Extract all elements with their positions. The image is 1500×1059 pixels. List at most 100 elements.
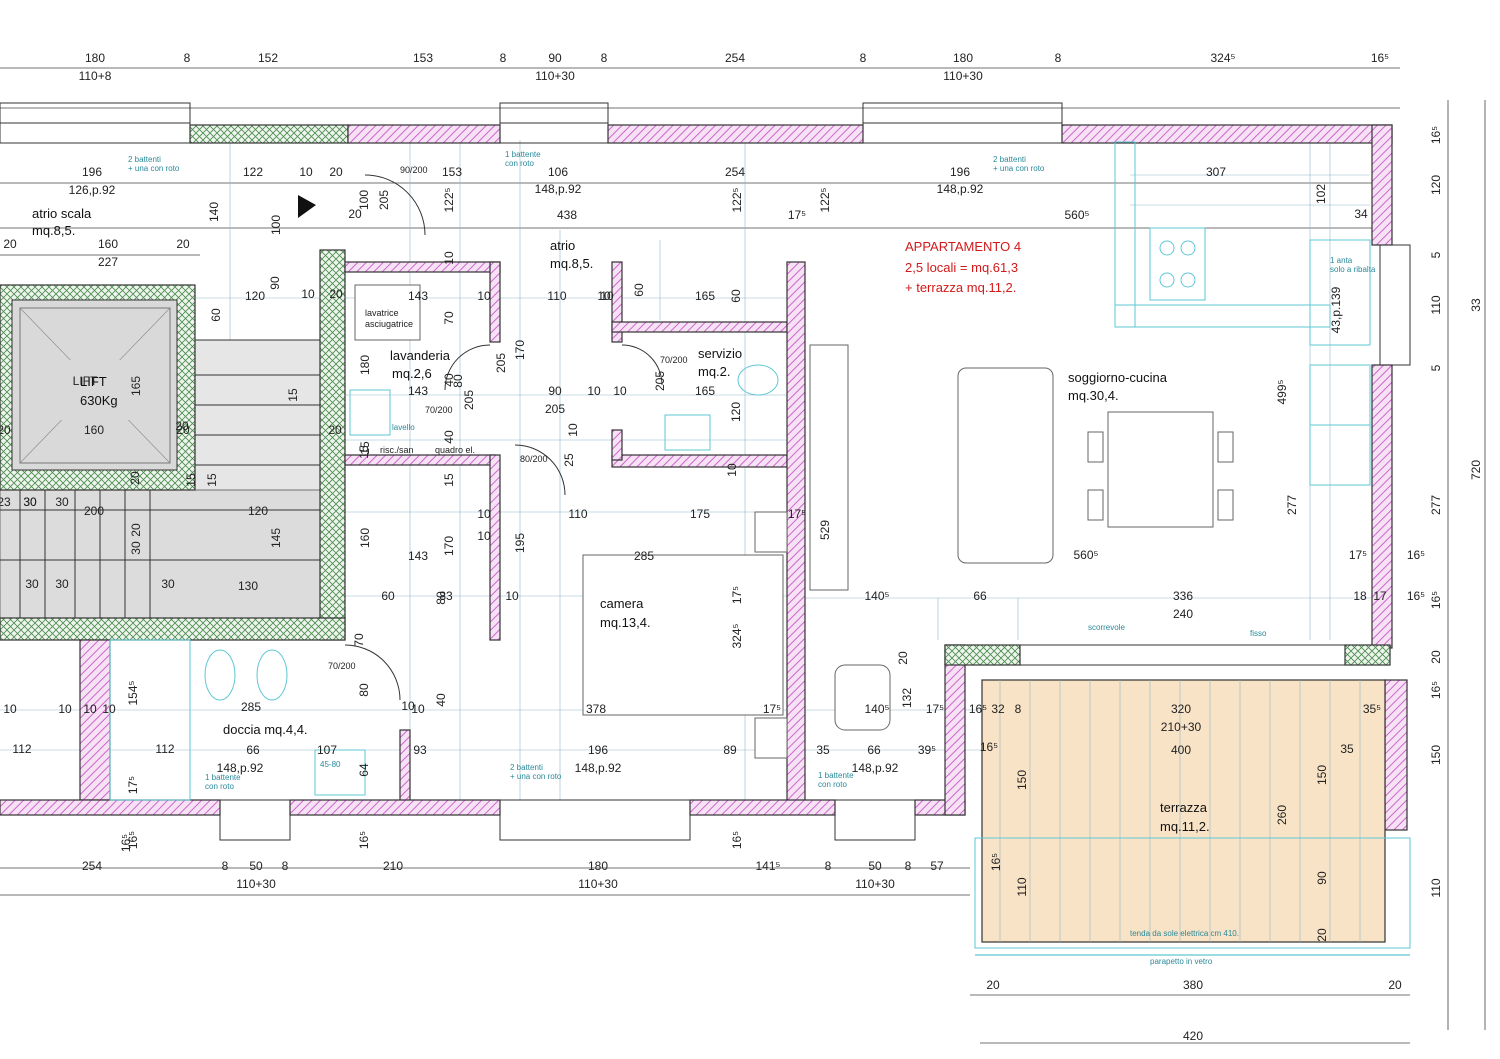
- interior-dimension: LIFT: [73, 374, 98, 388]
- interior-dimension: 60: [381, 589, 395, 603]
- interior-dimension: 180: [358, 355, 372, 375]
- interior-dimension: 200: [84, 504, 104, 518]
- interior-dimension: 70: [352, 633, 366, 647]
- risc-san-label: risc./san: [380, 445, 414, 455]
- room-atrio: atrio: [550, 238, 575, 253]
- apartment-rooms: 2,5 locali = mq.61,3: [905, 260, 1018, 275]
- interior-dimension: 16⁵: [980, 740, 998, 754]
- right-dimension: 5: [1429, 251, 1443, 258]
- interior-dimension: 10: [597, 289, 611, 303]
- room-atrio-scala-area: mq.8,5.: [32, 223, 75, 238]
- interior-dimension: 15: [358, 441, 372, 455]
- interior-dimension: 143: [408, 289, 428, 303]
- window-note-4b: con roto: [205, 782, 234, 791]
- top-dimension: 324⁵: [1211, 51, 1236, 65]
- interior-dimension: 336: [1173, 589, 1193, 603]
- window-note-3b: + una con roto: [993, 164, 1045, 173]
- bottom-dimension-lines: [0, 100, 1486, 1044]
- top-dimension: 254: [725, 51, 745, 65]
- interior-dimension: 17⁵: [788, 208, 806, 222]
- interior-dimension: 66: [246, 743, 260, 757]
- lavello-label: lavello: [392, 423, 415, 432]
- interior-dimension: 140: [207, 202, 221, 222]
- room-doccia: doccia mq.4,4.: [223, 722, 308, 737]
- interior-dimension: 25: [562, 453, 576, 467]
- door-label-4: 80/200: [520, 454, 548, 464]
- interior-dimension: 83: [439, 589, 453, 603]
- interior-dimension: 560⁵: [1074, 548, 1099, 562]
- interior-dimension: 148,p.92: [575, 761, 622, 775]
- interior-dimension: 205: [545, 402, 565, 416]
- interior-dimension: 165: [695, 289, 715, 303]
- interior-dimension: 205: [377, 190, 391, 210]
- bottom-subdimension: 110+30: [236, 877, 276, 891]
- interior-dimension: 34: [1354, 207, 1368, 221]
- interior-dimension: 35: [816, 743, 830, 757]
- interior-dimension: 10: [301, 287, 315, 301]
- top-dimension: 153: [413, 51, 433, 65]
- room-terrazza: terrazza: [1160, 800, 1208, 815]
- interior-dimension: 30: [55, 495, 69, 509]
- room-servizio-area: mq.2.: [698, 364, 731, 379]
- top-subdimension: 110+8: [79, 69, 112, 83]
- interior-dimension: 60: [729, 289, 743, 303]
- room-atrio-area: mq.8,5.: [550, 256, 593, 271]
- interior-dimension: 499⁵: [1275, 379, 1289, 404]
- interior-dimension: 20: [348, 207, 362, 221]
- interior-dimension: 148,p.92: [217, 761, 264, 775]
- interior-dimension: 145: [269, 528, 283, 548]
- interior-dimension: 20: [0, 423, 11, 437]
- interior-dimension: 10: [3, 702, 17, 716]
- interior-dimension: 160: [358, 528, 372, 548]
- interior-dimension: 154⁵: [126, 680, 140, 705]
- terrace-dimension: 320: [1171, 702, 1191, 716]
- interior-dimension: 93: [413, 743, 427, 757]
- top-dimension: 8: [1055, 51, 1062, 65]
- interior-dimension: 378: [586, 702, 606, 716]
- right-dimension: 110: [1429, 878, 1443, 897]
- interior-dimension: 66: [867, 743, 881, 757]
- top-dimension: 152: [258, 51, 278, 65]
- window-note-6a: 1 battente: [818, 771, 854, 780]
- interior-dimension: 80: [357, 683, 371, 697]
- room-lavanderia: lavanderia: [390, 348, 451, 363]
- terrace-dimension: 16⁵: [989, 853, 1003, 871]
- interior-dimension: 15: [184, 473, 198, 487]
- bottom-dimension: 210: [383, 859, 403, 873]
- interior-dimension: 120: [729, 402, 743, 422]
- interior-dimension: 170: [442, 536, 456, 556]
- interior-dimension: 10: [477, 529, 491, 543]
- interior-dimension: 10: [83, 702, 97, 716]
- interior-dimension: 17⁵: [126, 776, 140, 794]
- window-note-2a: 1 battente: [505, 150, 541, 159]
- interior-dimension: 165: [695, 384, 715, 398]
- interior-dimension: 30: [25, 577, 39, 591]
- top-dimension: 8: [860, 51, 867, 65]
- terrace-dimension: 150: [1315, 765, 1329, 785]
- interior-dimension: 89: [723, 743, 737, 757]
- interior-dimension: 20: [128, 471, 142, 485]
- terrace-dimension: 150: [1015, 770, 1029, 790]
- room-labels: atrio scala mq.8,5. atrio mq.8,5. lavand…: [32, 206, 1210, 834]
- interior-dimension: 30: [23, 495, 37, 509]
- interior-dimension: 143: [408, 549, 428, 563]
- lift-capacity: 630Kg: [80, 393, 118, 408]
- interior-dimension: 20: [175, 419, 189, 433]
- interior-dimension: 205: [653, 371, 667, 391]
- top-subdimension: 110+30: [943, 69, 983, 83]
- interior-dimension: 18: [1353, 589, 1367, 603]
- interior-dimension: 10: [401, 699, 415, 713]
- interior-dimension: 120: [245, 289, 265, 303]
- interior-dimension: 195: [513, 533, 527, 553]
- interior-dimension: 100: [357, 190, 371, 210]
- interior-dimension: 16⁵: [119, 834, 133, 852]
- top-dimension-lines: [0, 67, 1400, 256]
- interior-dimension: 110: [568, 507, 587, 521]
- interior-dimension: 20: [896, 651, 910, 665]
- interior-dimension: 17: [1373, 589, 1387, 603]
- interior-dimension: 80: [451, 374, 465, 388]
- interior-dimension: 40: [434, 693, 448, 707]
- apartment-label: APPARTAMENTO 4 2,5 locali = mq.61,3 + te…: [905, 239, 1021, 295]
- door-label-1: 90/200: [400, 165, 428, 175]
- interior-dimension: 148,p.92: [937, 182, 984, 196]
